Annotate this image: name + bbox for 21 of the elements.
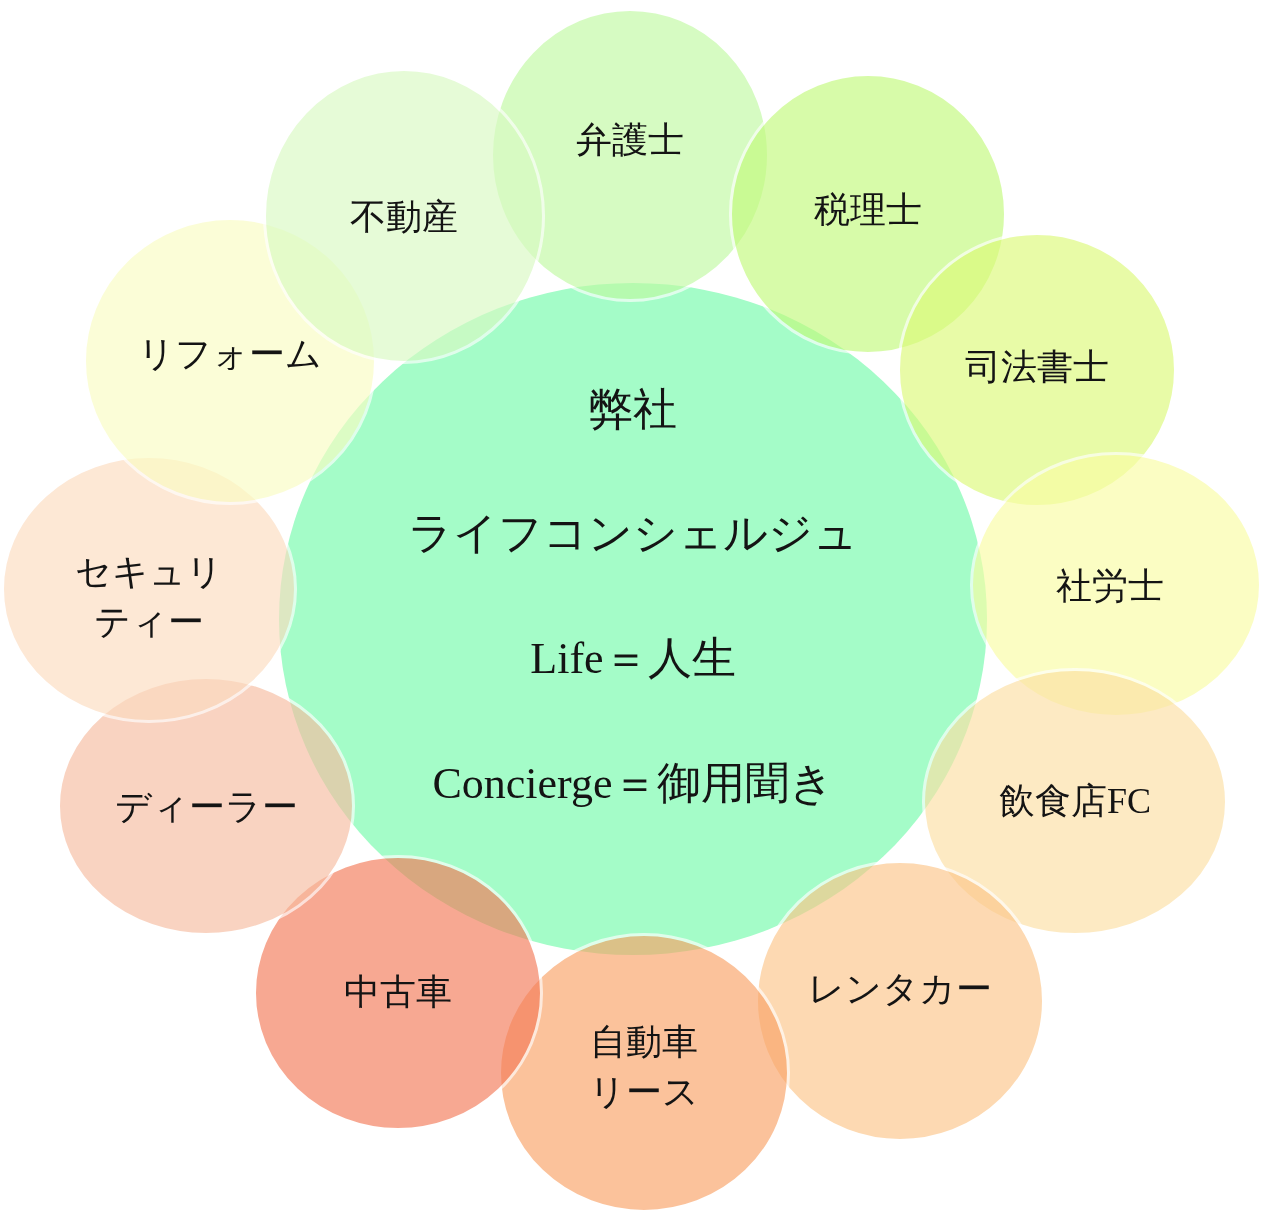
circle-label: レンタカー [808,968,992,1012]
circle-label: セキュリティー [74,551,224,644]
circle-label: ディーラー [114,786,298,830]
circle-label: 税理士 [814,189,922,233]
circle-label: 社労士 [1056,565,1164,609]
center-text: Life＝人生 [530,633,736,685]
circle-node [922,668,1228,936]
circle-node [498,933,790,1213]
circle-node [755,860,1045,1142]
circle-label: 中古車 [344,971,452,1015]
circle-node [253,855,543,1131]
circle-label: リフォーム [138,333,322,377]
center-text: ライフコンシェルジュ [408,508,858,561]
circle-label: 不動産 [350,196,458,240]
circle-label: 司法書士 [965,346,1109,390]
circle-label: 弁護士 [576,119,684,163]
center-text: Concierge＝御用聞き [432,757,834,810]
circle-label: 飲食店FC [998,780,1151,824]
circle-label: 自動車リース [588,1021,700,1114]
circle-node [1,455,297,723]
center-text: 弊社 [589,383,677,436]
